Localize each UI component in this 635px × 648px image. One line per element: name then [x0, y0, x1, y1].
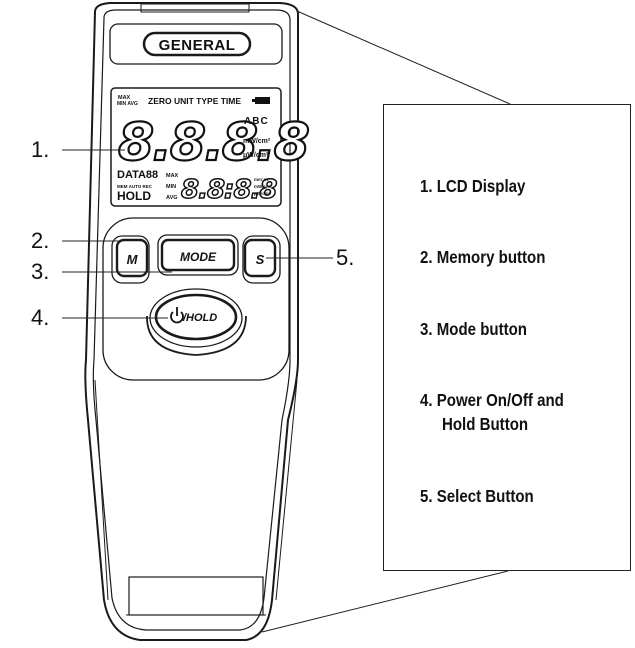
lcd-sub-unit-2: mW/cm² — [254, 184, 272, 189]
lcd-mem-auto-rec: MEM AUTO REC — [117, 184, 153, 189]
legend-item-select: 5. Select Button — [420, 486, 534, 506]
power-hold-label: /HOLD — [182, 312, 217, 324]
lcd-sub-unit-1: mm:ss — [254, 177, 269, 182]
callout-1: 1. — [31, 137, 50, 162]
lcd-main-digits: 8.8.8.8 — [118, 113, 309, 173]
lcd-sub-unit-3: μW/cm² — [254, 191, 271, 196]
callout-2: 2. — [31, 228, 50, 253]
logo-window — [109, 23, 283, 65]
battery-tip — [252, 99, 255, 102]
legend-item-lcd: 1. LCD Display — [420, 176, 526, 196]
brand-logo: GENERAL — [159, 37, 236, 54]
logo-badge — [142, 31, 252, 57]
lcd-hold-label: HOLD — [117, 189, 151, 203]
right-rail — [275, 379, 298, 601]
lcd-display — [110, 87, 282, 207]
select-button[interactable]: S — [242, 235, 281, 284]
callout-4: 4. — [31, 305, 50, 330]
lcd-top-labels: ZERO UNIT TYPE TIME — [148, 96, 241, 106]
lcd-max-label: MAX — [118, 95, 131, 101]
left-rail — [94, 379, 109, 601]
lcd-unit-uw: μW/cm² — [243, 152, 269, 159]
legend-item-hold: Hold Button — [442, 414, 529, 434]
select-button-label: S — [256, 252, 265, 267]
keypad-area — [102, 217, 290, 381]
legend-item-mode: 3. Mode button — [420, 319, 528, 339]
mode-button[interactable]: MODE — [157, 234, 239, 276]
power-icon — [170, 307, 184, 324]
lcd-unit-mw: mW/cm² — [243, 138, 271, 145]
lcd-sub-digits: 8.8:8.8 — [181, 175, 277, 205]
lcd-sub-avg: AVG — [166, 195, 178, 201]
lcd-min-avg-label: MIN AVG — [117, 101, 138, 107]
legend-item-memory: 2. Memory button — [420, 247, 546, 267]
callout-3: 3. — [31, 259, 50, 284]
meter-front-panel — [92, 9, 291, 631]
power-hold-button[interactable]: /HOLD — [146, 288, 247, 356]
sensor-plate — [140, 3, 250, 13]
lcd-data-label: DATA88 — [117, 169, 158, 181]
memory-button-label: M — [127, 252, 139, 267]
legend-item-power: 4. Power On/Off and — [420, 390, 564, 410]
memory-button[interactable]: M — [111, 235, 150, 284]
lcd-sub-min: MIN — [166, 184, 176, 190]
leader-bottom-to-box — [261, 570, 509, 633]
legend-box: 1. LCD Display 2. Memory button 3. Mode … — [383, 104, 631, 571]
callout-5: 5. — [336, 245, 355, 270]
lcd-abc: ABC — [244, 116, 269, 127]
battery-icon — [255, 97, 270, 104]
leader-top-to-box — [289, 7, 511, 105]
lcd-sub-max: MAX — [166, 173, 179, 179]
mode-button-label: MODE — [180, 250, 217, 264]
